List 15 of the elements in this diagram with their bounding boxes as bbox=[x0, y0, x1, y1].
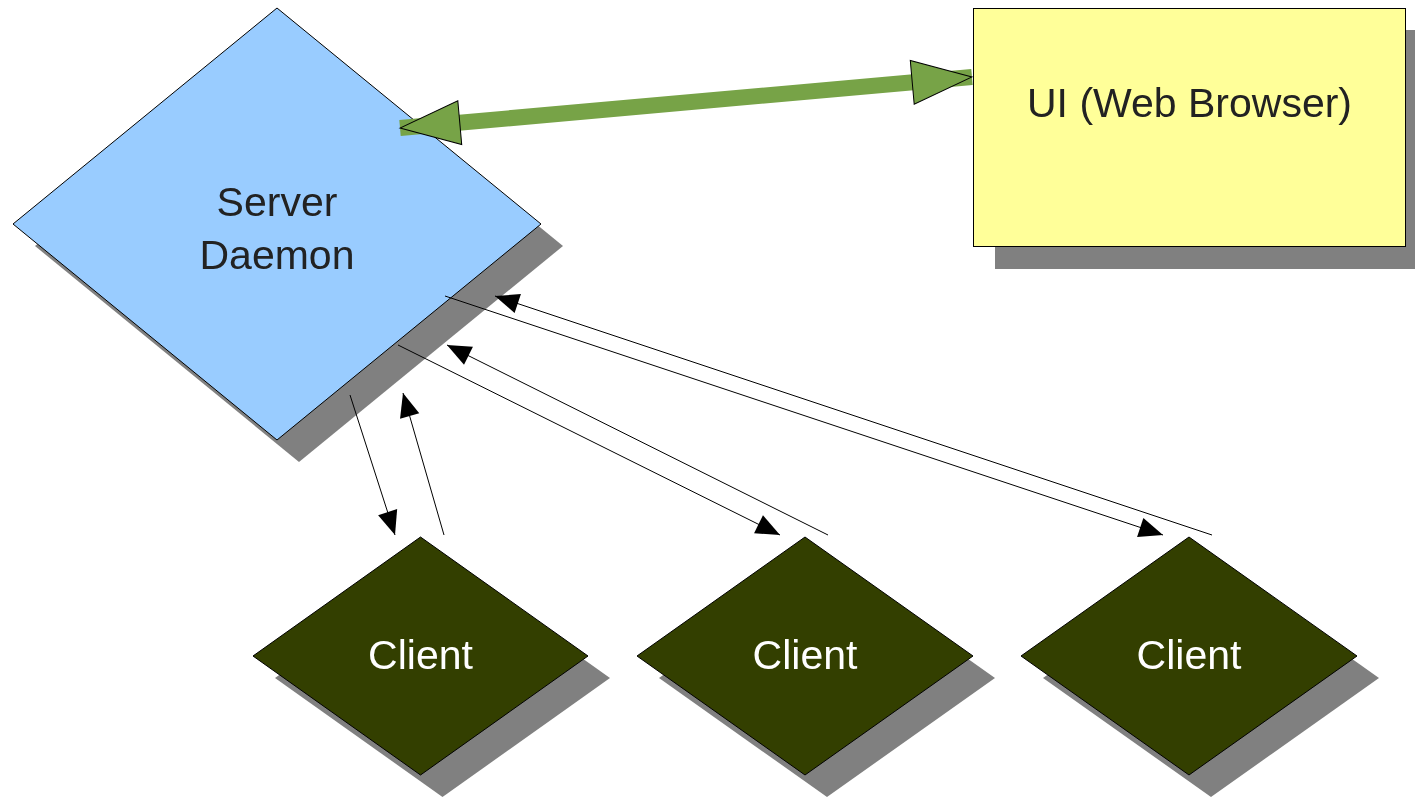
arrow bbox=[349, 394, 398, 536]
double-arrow bbox=[399, 59, 973, 146]
node-label: Client bbox=[751, 631, 859, 680]
diamond-shape bbox=[13, 8, 541, 440]
process-box bbox=[973, 8, 1406, 247]
arrow bbox=[400, 392, 445, 536]
diamond-shape bbox=[1021, 537, 1357, 775]
node-label: Client bbox=[1135, 631, 1243, 680]
diamond-shape bbox=[253, 537, 588, 775]
arrow bbox=[397, 344, 781, 536]
node-label: Server Daemon bbox=[198, 178, 356, 281]
diamond-shape bbox=[637, 537, 973, 775]
arrow bbox=[446, 344, 829, 536]
node-label: Client bbox=[367, 631, 474, 680]
box-label: UI (Web Browser) bbox=[1026, 79, 1353, 128]
